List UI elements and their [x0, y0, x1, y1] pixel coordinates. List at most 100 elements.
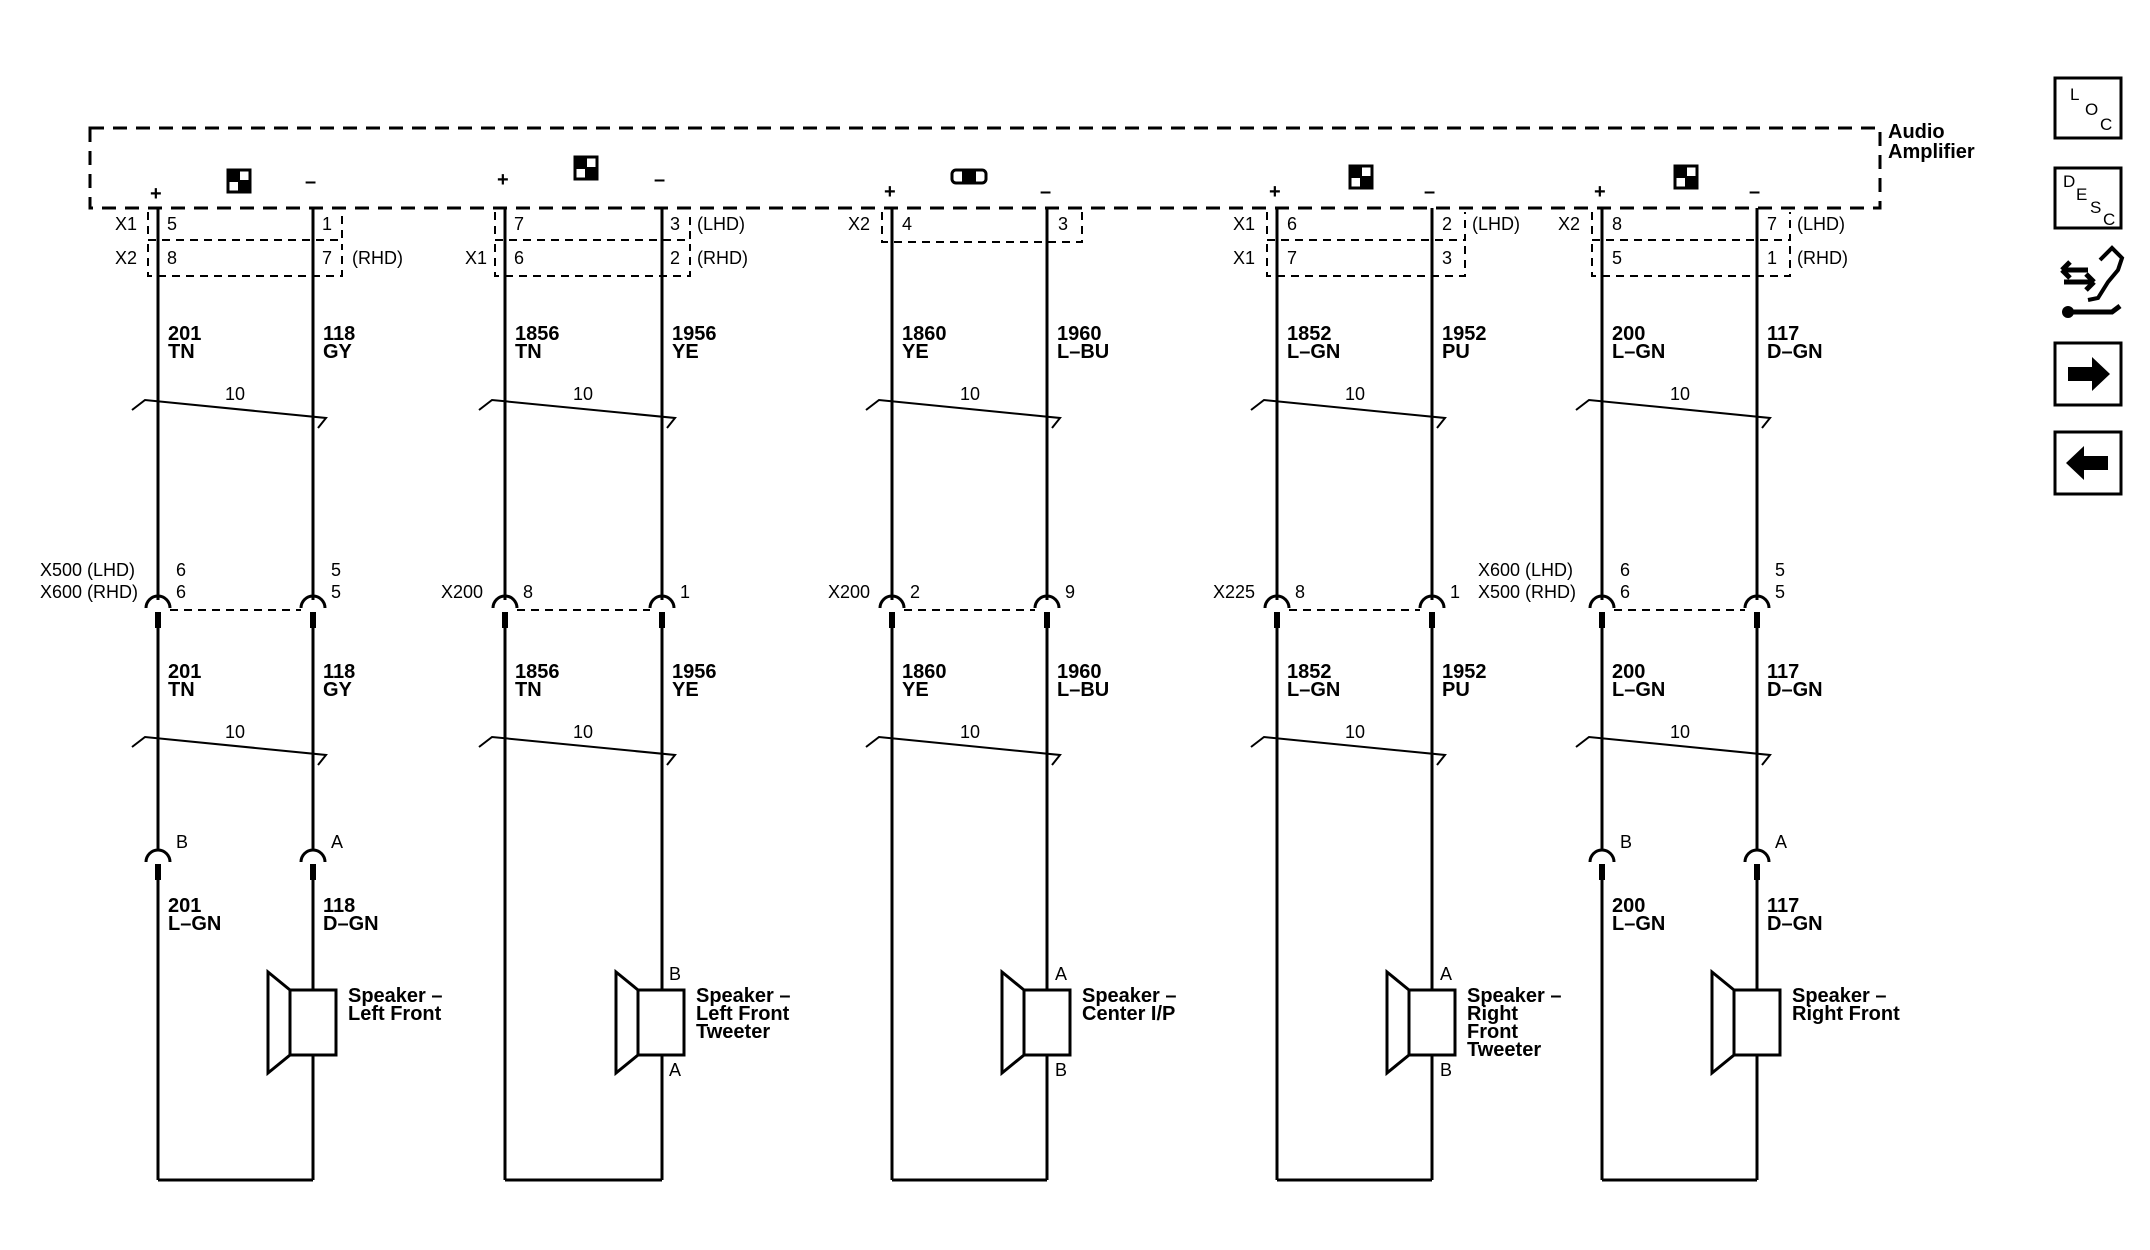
loc-button[interactable]: L O C: [2053, 76, 2123, 140]
wire-color: GY: [323, 679, 353, 701]
pin: 2: [670, 248, 680, 268]
pin: 6: [176, 582, 186, 602]
pin: B: [1620, 832, 1632, 852]
pin: 2: [910, 582, 920, 602]
speaker-output-icon: [1348, 164, 1374, 190]
circuit-number: 1856: [515, 661, 560, 683]
circuit-number: 1856: [515, 323, 560, 345]
pin: 1: [680, 582, 690, 602]
speaker-icon: [1000, 968, 1072, 1077]
rhd-tag: (RHD): [1797, 248, 1848, 268]
wire-color: L–GN: [1612, 341, 1665, 363]
wire-color: D–GN: [1767, 679, 1823, 701]
pin: 6: [1620, 582, 1630, 602]
pin: 2: [1442, 214, 1452, 234]
pin: 5: [331, 582, 341, 602]
circuit-number: 1960: [1057, 323, 1102, 345]
speaker-label: Speaker –: [348, 985, 443, 1007]
connector-x2: X2: [1558, 214, 1580, 234]
circuit-number: 1952: [1442, 661, 1487, 683]
speaker-output-icon: [573, 155, 599, 181]
circuit-number: 1956: [672, 661, 717, 683]
wire-color: D–GN: [1767, 341, 1823, 363]
pin: 8: [167, 248, 177, 268]
wire-color: L–GN: [1287, 341, 1340, 363]
plus-sign: +: [1594, 181, 1606, 203]
channel-center-ip: + – X2 4 3 1860 YE 1960 L–BU 10 X200 2 9…: [828, 168, 1177, 1182]
wire-color: D–GN: [1767, 913, 1823, 935]
connector-x1: X1: [115, 214, 137, 234]
speaker-label: Left Front: [696, 1003, 790, 1025]
amplifier-label-line2: Amplifier: [1888, 141, 1975, 163]
wire-color: YE: [902, 679, 929, 701]
desc-letter: E: [2076, 185, 2087, 204]
channel-right-front-tweeter: + – X1 X1 6 2 (LHD) 7 3 1852 L–GN 1952 P…: [1213, 164, 1562, 1182]
loc-letter: O: [2085, 100, 2098, 119]
pin: 3: [1442, 248, 1452, 268]
circuit-number: 117: [1767, 323, 1799, 345]
loc-letter: C: [2100, 115, 2112, 134]
wire-color: PU: [1442, 679, 1470, 701]
wire-color: D–GN: [323, 913, 379, 935]
wire-color: L–GN: [1612, 913, 1665, 935]
speaker-label: Right: [1467, 1003, 1518, 1025]
desc-button[interactable]: D E S C: [2053, 166, 2123, 230]
circuit-number: 118: [323, 323, 355, 345]
minus-sign: –: [305, 171, 316, 193]
circuit-number: 1952: [1442, 323, 1487, 345]
rhd-tag: (RHD): [352, 248, 403, 268]
speaker-label: Right Front: [1792, 1003, 1900, 1025]
speaker-output-icon: [950, 168, 988, 185]
circuit-number: 118: [323, 895, 355, 917]
speaker-label: Center I/P: [1082, 1003, 1175, 1025]
plus-sign: +: [884, 181, 896, 203]
connector-x2: X2: [848, 214, 870, 234]
pin: 6: [176, 560, 186, 580]
twist-count: 10: [1670, 722, 1690, 742]
inline-connector-label: X225: [1213, 582, 1255, 602]
pin: B: [1055, 1060, 1067, 1080]
minus-sign: –: [1040, 181, 1051, 203]
inline-connector-label: X600 (RHD): [40, 582, 138, 602]
pin: 9: [1065, 582, 1075, 602]
wire-color: PU: [1442, 341, 1470, 363]
speaker-icon: [614, 968, 686, 1077]
speaker-label: Speaker –: [1082, 985, 1177, 1007]
wire-color: TN: [168, 679, 195, 701]
speaker-label: Tweeter: [696, 1021, 770, 1043]
desc-letter: S: [2090, 198, 2101, 217]
pin: 7: [1287, 248, 1297, 268]
connector-hand-icon[interactable]: [2060, 245, 2125, 318]
circuit-number: 118: [323, 661, 355, 683]
speaker-output-icon: [1673, 164, 1699, 190]
arrow-right-icon[interactable]: [2053, 341, 2123, 407]
arrow-left-icon[interactable]: [2053, 430, 2123, 496]
pin: A: [1440, 964, 1452, 984]
circuit-number: 117: [1767, 661, 1799, 683]
twist-count: 10: [573, 722, 593, 742]
lhd-tag: (LHD): [697, 214, 745, 234]
pin: 8: [1612, 214, 1622, 234]
pin: 6: [514, 248, 524, 268]
wire-color: YE: [902, 341, 929, 363]
pin: 5: [167, 214, 177, 234]
circuit-number: 1960: [1057, 661, 1102, 683]
circuit-number: 1860: [902, 661, 947, 683]
lhd-tag: (LHD): [1472, 214, 1520, 234]
circuit-number: 200: [1612, 661, 1645, 683]
amplifier-label-line1: Audio: [1888, 121, 1945, 143]
wire-color: YE: [672, 341, 699, 363]
circuit-number: 1860: [902, 323, 947, 345]
inline-connector-label: X200: [441, 582, 483, 602]
pin: B: [669, 964, 681, 984]
twist-count: 10: [573, 384, 593, 404]
speaker-icon: [1385, 968, 1457, 1077]
speaker-label: Left Front: [348, 1003, 442, 1025]
pin: 7: [322, 248, 332, 268]
pin: 1: [1450, 582, 1460, 602]
wire-color: L–GN: [1287, 679, 1340, 701]
pin: 5: [1612, 248, 1622, 268]
pin: 8: [523, 582, 533, 602]
minus-sign: –: [1749, 181, 1760, 203]
connector-x1: X1: [465, 248, 487, 268]
